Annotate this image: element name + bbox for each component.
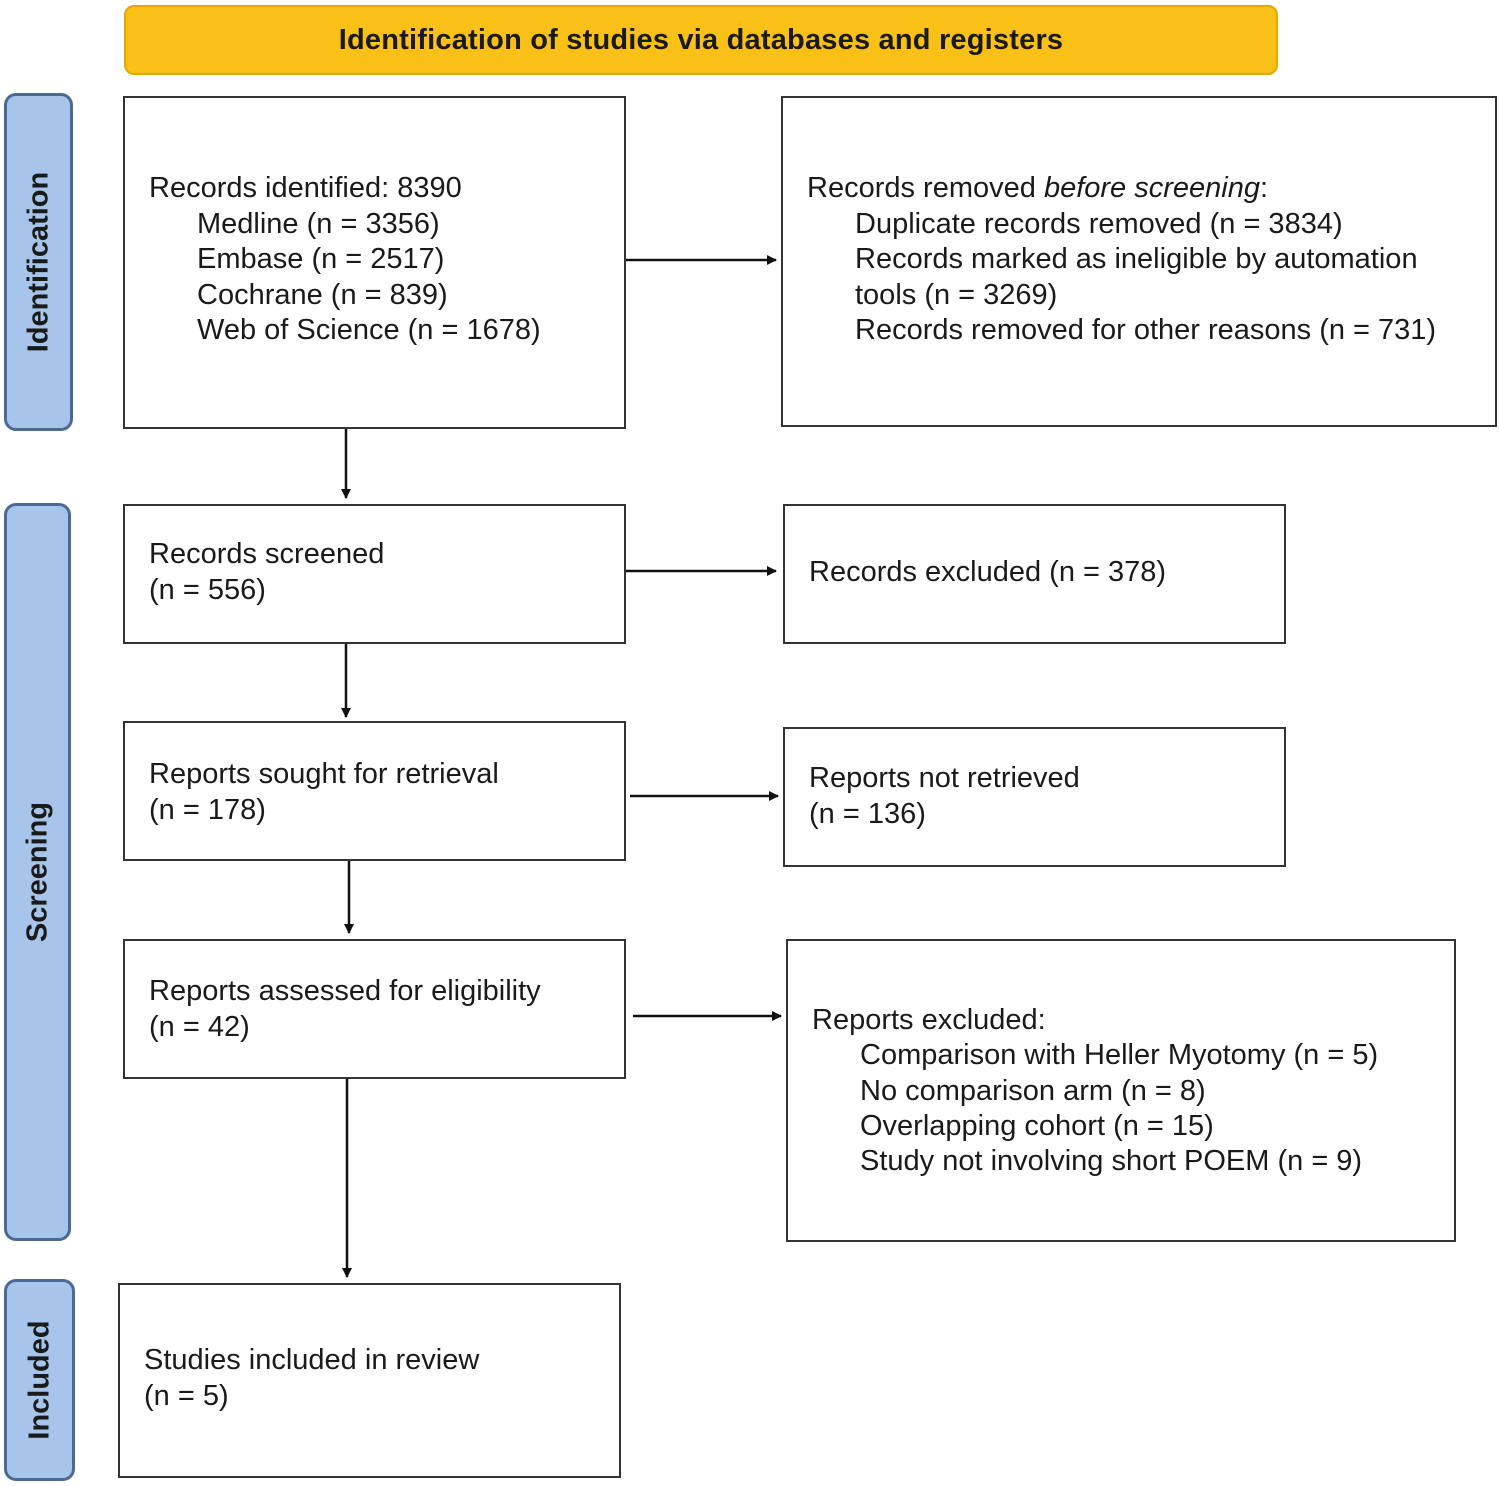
header-banner: Identification of studies via databases … xyxy=(124,5,1278,75)
phase-included: Included xyxy=(4,1279,75,1481)
removed-item: Records marked as ineligible by automati… xyxy=(855,243,1418,275)
reports-assessed-count: (n = 42) xyxy=(149,1010,250,1043)
exclusion-reason-item: Study not involving short POEM (n = 9) xyxy=(860,1145,1363,1178)
records-screened-box: Records screened (n = 556) xyxy=(123,504,626,644)
records-removed-box: Records removed before screening: Duplic… xyxy=(781,96,1497,427)
reports-sought-count: (n = 178) xyxy=(149,793,266,826)
phase-identification: Identification xyxy=(4,93,73,431)
source-item: Web of Science (n = 1678) xyxy=(197,314,541,346)
records-removed-title: Records removed before screening: xyxy=(807,172,1269,204)
studies-included-box: Studies included in review (n = 5) xyxy=(118,1283,621,1478)
phase-screening: Screening xyxy=(4,503,71,1241)
reports-sought-label: Reports sought for retrieval xyxy=(149,758,499,790)
reports-sought-box: Reports sought for retrieval (n = 178) xyxy=(123,721,626,861)
records-excluded-label: Records excluded (n = 378) xyxy=(809,556,1167,588)
studies-included-label: Studies included in review xyxy=(144,1344,480,1376)
header-title: Identification of studies via databases … xyxy=(338,23,1064,56)
source-item: Cochrane (n = 839) xyxy=(197,278,448,311)
reports-excluded-box: Reports excluded: Comparison with Heller… xyxy=(786,939,1456,1242)
removed-item: Duplicate records removed (n = 3834) xyxy=(855,207,1343,240)
exclusion-reason-item: Overlapping cohort (n = 15) xyxy=(860,1109,1214,1142)
source-item: Embase (n = 2517) xyxy=(197,243,445,275)
reports-not-retrieved-count: (n = 136) xyxy=(809,797,926,830)
removed-item: Records removed for other reasons (n = 7… xyxy=(855,314,1437,346)
records-screened-label: Records screened xyxy=(149,538,385,570)
studies-included-count: (n = 5) xyxy=(144,1379,229,1412)
reports-excluded-title: Reports excluded: xyxy=(812,1004,1046,1036)
records-identified-title: Records identified: 8390 xyxy=(149,172,462,204)
records-identified-box: Records identified: 8390 Medline (n = 33… xyxy=(123,96,626,429)
removed-item: tools (n = 3269) xyxy=(855,278,1058,311)
reports-not-retrieved-box: Reports not retrieved (n = 136) xyxy=(783,727,1286,867)
source-item: Medline (n = 3356) xyxy=(197,207,440,240)
reports-not-retrieved-label: Reports not retrieved xyxy=(809,762,1080,794)
reports-assessed-label: Reports assessed for eligibility xyxy=(149,975,541,1007)
records-excluded-box: Records excluded (n = 378) xyxy=(783,504,1286,644)
exclusion-reason-item: No comparison arm (n = 8) xyxy=(860,1074,1206,1107)
reports-assessed-box: Reports assessed for eligibility (n = 42… xyxy=(123,939,626,1079)
records-screened-count: (n = 556) xyxy=(149,573,266,606)
exclusion-reason-item: Comparison with Heller Myotomy (n = 5) xyxy=(860,1039,1379,1072)
